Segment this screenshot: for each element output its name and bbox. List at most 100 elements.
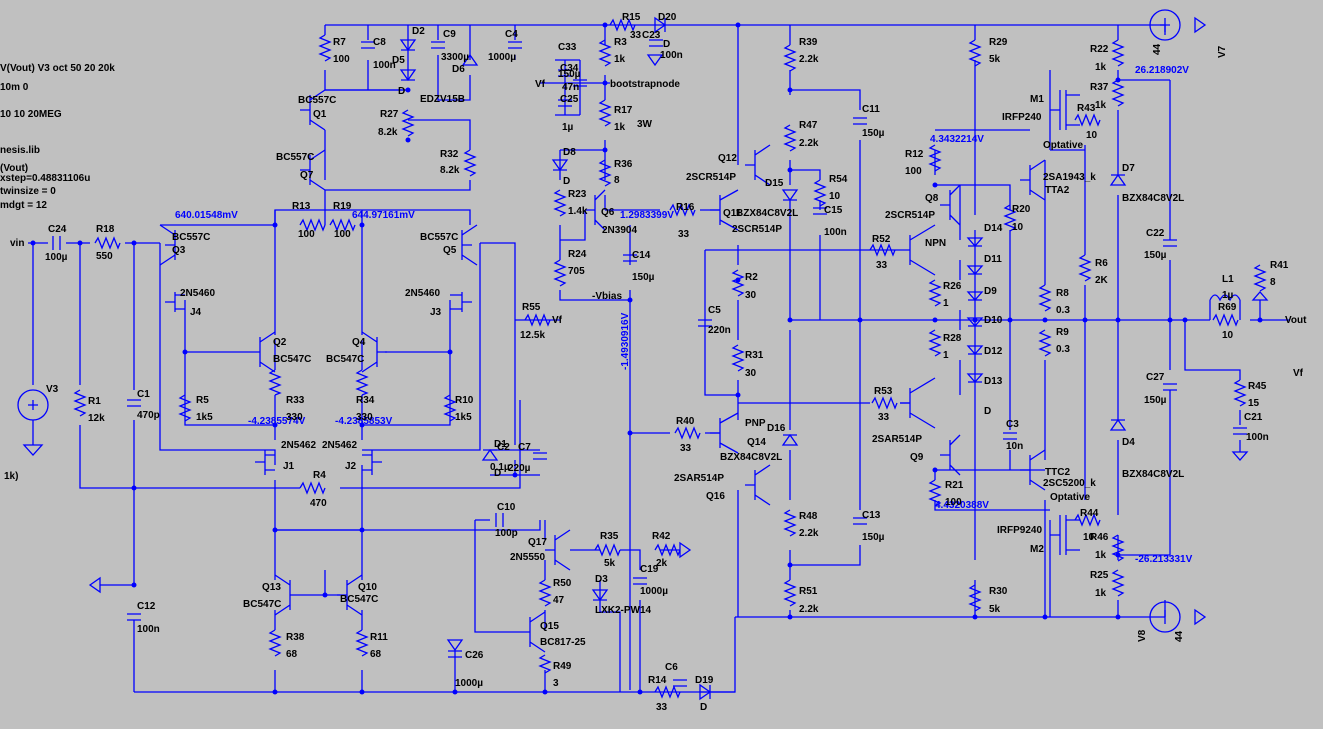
label-val: 0.3 — [1056, 344, 1070, 355]
label-ref: R17 — [614, 105, 633, 116]
label-ref: J4 — [190, 307, 202, 318]
resistor-r39-symbol — [783, 44, 797, 72]
label-val: 2N5462 — [322, 440, 357, 451]
label-val: D — [700, 702, 707, 713]
node-voltage-q5-emitter: 644.97161mV — [352, 210, 415, 221]
label-ref: C27 — [1146, 372, 1165, 383]
label-ref: R15 — [622, 12, 641, 23]
capacitor-c13-symbol — [853, 517, 867, 525]
label-ref: C21 — [1244, 412, 1263, 423]
label-val: 33 — [630, 30, 642, 41]
label-ref: C23 — [642, 30, 661, 41]
transistor-q11-symbol — [710, 189, 739, 231]
label-ref: R12 — [905, 149, 924, 160]
label-val: 1 — [943, 350, 949, 361]
label-val: 3300µ — [441, 52, 469, 63]
label-ref: Q7 — [300, 170, 314, 181]
label-ref: D11 — [984, 254, 1002, 265]
net-label-optative-top: Optative — [1043, 140, 1083, 151]
label-val: 33 — [680, 443, 692, 454]
label-ref: R23 — [568, 189, 587, 200]
label-ref: D3 — [595, 574, 608, 585]
label-ref: R25 — [1090, 570, 1109, 581]
label-val: 1k — [614, 122, 626, 133]
label-ref: C9 — [443, 29, 456, 40]
net-label-3w: 3W — [637, 119, 653, 130]
label-val: 33 — [876, 260, 888, 271]
label-ref: R31 — [745, 350, 764, 361]
net-label-vout: Vout — [1285, 315, 1307, 326]
label-ref: C2 — [497, 442, 510, 453]
label-ref: C3 — [1006, 419, 1019, 430]
transistor-q8-symbol — [940, 184, 961, 226]
label-ref: D20 — [658, 12, 677, 23]
label-val: 8.2k — [378, 127, 398, 138]
label-ref: C13 — [862, 510, 881, 521]
resistor-r44-symbol — [1074, 513, 1101, 527]
label-ref: D9 — [984, 286, 997, 297]
resistor-r54-symbol — [813, 179, 827, 207]
transistor-q6-symbol — [585, 189, 606, 231]
label-ref: J1 — [283, 461, 295, 472]
resistor-r53-symbol — [871, 396, 898, 410]
label-val: 1000µ — [640, 586, 668, 597]
label-val: 100 — [333, 54, 350, 65]
diode-d16-symbol — [781, 433, 799, 446]
capacitor-c6-symbol — [673, 679, 687, 687]
label-val: 1k — [1095, 62, 1107, 73]
net-label-vin: vin — [10, 238, 24, 249]
label-ref: R5 — [196, 395, 209, 406]
label-ref: TTC2 — [1045, 467, 1070, 478]
capacitor-c22-symbol — [1163, 239, 1177, 247]
resistor-r22-symbol — [1111, 39, 1125, 67]
label-val: 44 — [1174, 630, 1185, 642]
transistor-q17-symbol — [545, 529, 571, 571]
label-ref: Q9 — [910, 452, 924, 463]
resistor-r48-symbol — [783, 509, 797, 537]
label-ref: D4 — [1122, 437, 1135, 448]
directive-noise: 10 10 20MEG — [0, 109, 62, 120]
resistor-r4-symbol — [299, 481, 326, 495]
capacitor-c19-symbol — [633, 577, 647, 585]
label-ref: C26 — [465, 650, 484, 661]
label-val: 0.3 — [1056, 305, 1070, 316]
node-voltage-bias-top: 1.2983399V — [620, 210, 674, 221]
label-val: 150µ — [862, 532, 885, 543]
label-val: 1.4k — [568, 206, 588, 217]
resistor-r21-symbol — [928, 479, 942, 507]
label-val: 44 — [1152, 43, 1163, 55]
label-ref: R42 — [652, 531, 671, 542]
label-ref: C8 — [373, 37, 386, 48]
voltage-source-v3-symbol — [17, 389, 49, 421]
resistor-r6-symbol — [1078, 254, 1092, 282]
label-ref: R3 — [614, 37, 627, 48]
capacitor-c33-symbol — [558, 69, 572, 77]
label-val: 8 — [1270, 277, 1276, 288]
transistor-q12-symbol — [745, 144, 771, 186]
label-ref: R34 — [356, 395, 375, 406]
node-voltage-positive-rail: 26.218902V — [1135, 65, 1189, 76]
label-ref: R19 — [333, 201, 352, 212]
jfet-j4-symbol — [165, 292, 185, 312]
transistor-ttc2-symbol — [1020, 449, 1046, 491]
label-val: 2SA1943_k — [1043, 172, 1096, 183]
label-ref: R44 — [1080, 508, 1099, 519]
label-ref: Q11 — [723, 208, 742, 219]
resistor-r11-symbol — [355, 629, 369, 657]
capacitor-c9-symbol — [431, 41, 445, 49]
label-val: 12k — [88, 413, 105, 424]
label-val: 33 — [656, 702, 668, 713]
transistor-q9-symbol — [940, 434, 961, 476]
diode-d15-symbol — [781, 189, 799, 202]
resistor-r19-symbol — [329, 218, 356, 232]
label-ref: R37 — [1090, 82, 1109, 93]
voltage-source-v7-symbol — [1149, 9, 1181, 41]
label-ref: V7 — [1217, 45, 1228, 58]
resistor-r20-symbol — [1003, 204, 1017, 232]
label-val: 2SCR514P — [732, 224, 782, 235]
transistor-q3-symbol — [159, 224, 176, 266]
resistor-r13-symbol — [299, 218, 326, 232]
label-val: 1µ — [562, 122, 574, 133]
capacitor-c23-symbol — [649, 39, 663, 47]
